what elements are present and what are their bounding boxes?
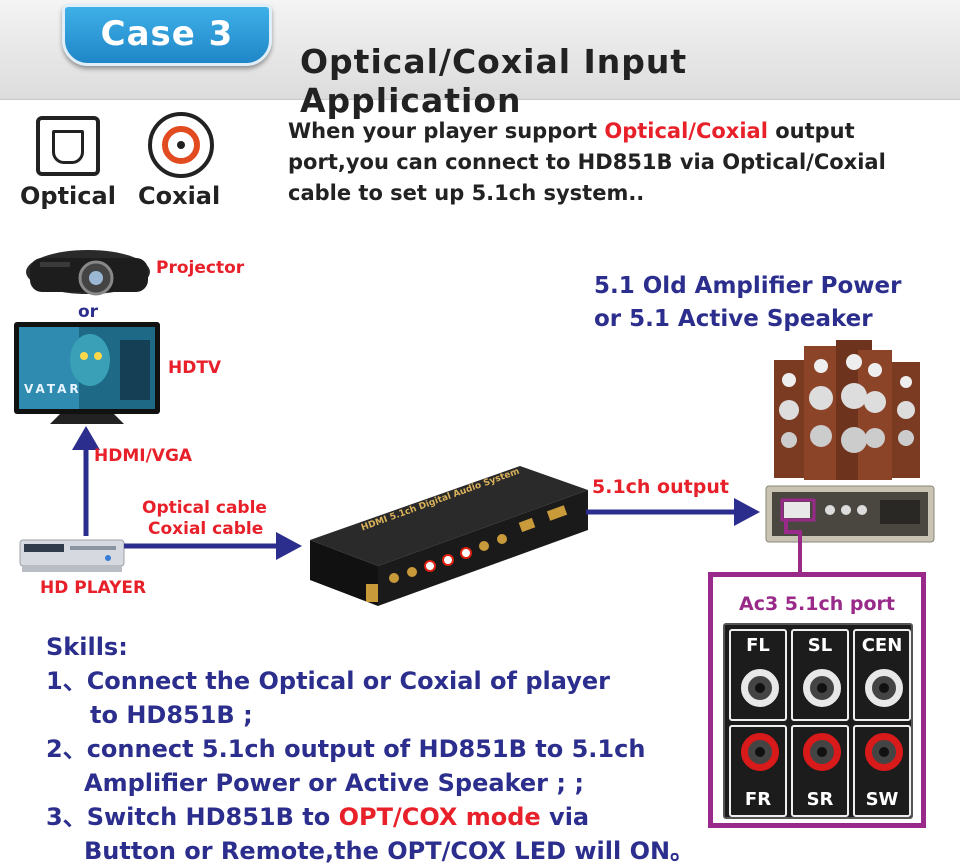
port-fl-jack <box>741 669 779 707</box>
port-cen-jack <box>865 669 903 707</box>
skills-section: Skills: 1、Connect the Optical or Coxial … <box>46 630 706 868</box>
ac3-port-panel: Ac3 5.1ch port FL SL CEN FR SR SW <box>708 572 926 828</box>
case-tab <box>62 4 272 66</box>
speakers-image <box>774 340 920 480</box>
amplifier-title-line1: 5.1 Old Amplifier Power <box>594 273 902 299</box>
coxial-label: Coxial <box>138 182 221 210</box>
port-cen-label: CEN <box>861 635 903 656</box>
optical-port-shape <box>52 130 84 164</box>
skill-3-before: 3、Switch HD851B to <box>46 803 339 831</box>
case-label: Case 3 <box>100 14 234 54</box>
amplifier-title: 5.1 Old Amplifier Power or 5.1 Active Sp… <box>594 270 954 336</box>
hdtv-image <box>14 322 160 424</box>
optical-label: Optical <box>20 182 116 210</box>
port-sw-label: SW <box>865 789 899 810</box>
optical-cable-label: Optical cable <box>142 498 267 518</box>
port-callout-line <box>780 498 816 574</box>
port-sw-jack <box>865 733 903 771</box>
optical-port-icon <box>36 116 100 176</box>
coxial-port-icon <box>148 112 214 178</box>
projector-label: Projector <box>156 258 245 278</box>
port-fr-label: FR <box>744 789 772 810</box>
or-label: or <box>78 302 99 322</box>
output-label: 5.1ch output <box>592 476 729 498</box>
skill-2-line2: Amplifier Power or Active Speaker ; ; <box>84 769 584 797</box>
port-fr-jack <box>741 733 779 771</box>
skill-3-line2: Button or Remote,the OPT/COX LED will ON… <box>84 837 695 865</box>
output-arrow <box>586 498 760 526</box>
skills-heading: Skills: <box>46 633 128 661</box>
port-fr: FR <box>729 725 787 817</box>
skill-2-line1: 2、connect 5.1ch output of HD851B to 5.1c… <box>46 735 646 763</box>
page-title: Optical/Coxial Input Application <box>300 42 688 120</box>
hdmi-vga-label: HDMI/VGA <box>94 446 193 466</box>
port-sw: SW <box>853 725 911 817</box>
hdmi-arrow <box>72 426 100 536</box>
port-sr: SR <box>791 725 849 817</box>
port-sr-label: SR <box>806 789 834 810</box>
tv-screen-text: VATAR <box>24 382 82 396</box>
port-fl: FL <box>729 629 787 721</box>
port-sl: SL <box>791 629 849 721</box>
optical-cable-arrow <box>124 532 302 560</box>
port-sl-jack <box>803 669 841 707</box>
skill-1-line1: 1、Connect the Optical or Coxial of playe… <box>46 667 610 695</box>
intro-before: When your player support <box>288 119 605 143</box>
skill-3-line1: 3、Switch HD851B to OPT/COX mode via <box>46 800 706 834</box>
skill-3-after: via <box>540 803 590 831</box>
port-fl-label: FL <box>746 635 770 656</box>
intro-after: output port,you can connect to HD851B vi… <box>288 119 886 205</box>
port-panel-title: Ac3 5.1ch port <box>739 593 895 615</box>
port-sr-jack <box>803 733 841 771</box>
hd-player-image <box>19 539 125 572</box>
intro-text: When your player support Optical/Coxial … <box>288 116 948 209</box>
projector-image <box>26 250 150 296</box>
intro-highlight: Optical/Coxial <box>604 119 768 143</box>
skill-1-line2: to HD851B ; <box>90 701 253 729</box>
skill-3-highlight: OPT/COX mode <box>338 803 541 831</box>
port-cen: CEN <box>853 629 911 721</box>
hd851b-device <box>310 466 588 606</box>
coxial-cable-label: Coxial cable <box>148 519 264 539</box>
coxial-ring <box>162 126 200 164</box>
hd-player-label: HD PLAYER <box>40 578 147 598</box>
amplifier-title-line2: or 5.1 Active Speaker <box>594 306 873 332</box>
coxial-pin <box>177 141 185 149</box>
hdtv-label: HDTV <box>168 358 222 378</box>
port-sl-label: SL <box>807 635 833 656</box>
port-grid: FL SL CEN FR SR SW <box>723 623 913 819</box>
